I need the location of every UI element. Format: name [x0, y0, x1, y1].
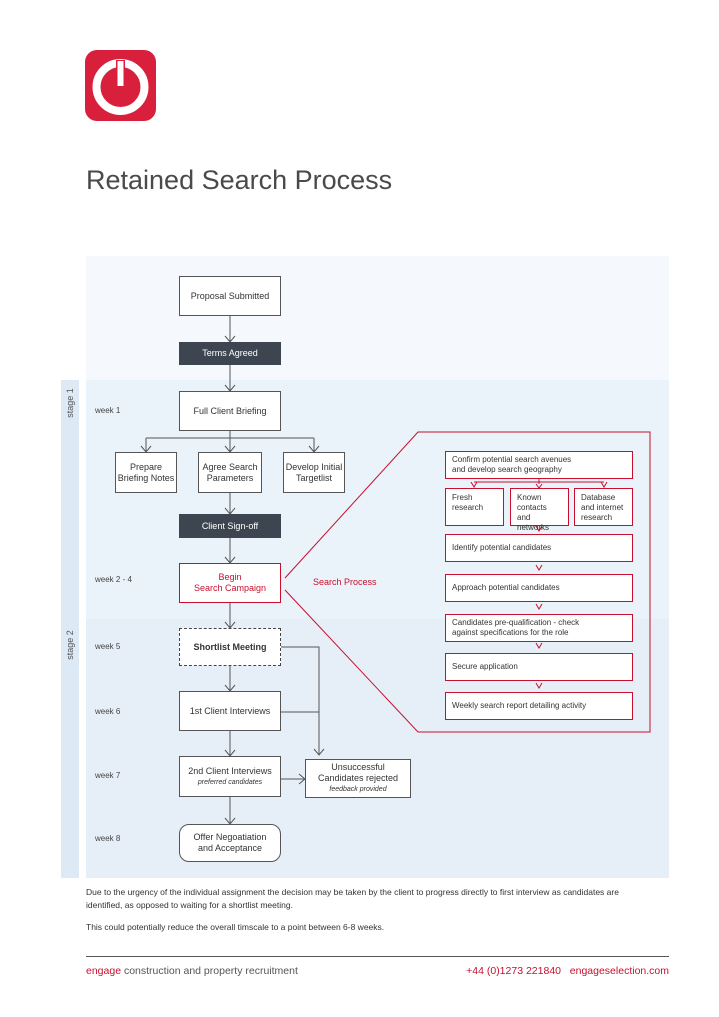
secure-application-box: Secure application	[445, 653, 633, 681]
develop-initial-targetlist-box: Develop Initial Targetlist	[283, 452, 345, 493]
footer-brand: engage	[86, 965, 122, 977]
week-6-label: week 6	[95, 707, 121, 716]
footer-website[interactable]: engageselection.com	[569, 965, 669, 977]
prequalification-box: Candidates pre-qualification - check aga…	[445, 614, 633, 642]
footer-divider	[86, 956, 669, 957]
weekly-report-box: Weekly search report detailing activity	[445, 692, 633, 720]
search-process-label: Search Process	[313, 577, 377, 587]
week-5-label: week 5	[95, 642, 121, 651]
note-paragraph-2: This could potentially reduce the overal…	[86, 922, 385, 932]
identify-candidates-box: Identify potential candidates	[445, 534, 633, 562]
stage-2-bar	[61, 619, 79, 878]
week-8-label: week 8	[95, 834, 121, 843]
prepare-briefing-notes-box: Prepare Briefing Notes	[115, 452, 177, 493]
page-title: Retained Search Process	[86, 165, 393, 195]
footer-phone: +44 (0)1273 221840	[466, 965, 561, 977]
second-client-interviews-sub: preferred candidates	[197, 778, 263, 786]
unsuccessful-candidates-box: Unsuccessful Candidates rejected feedbac…	[305, 759, 411, 798]
agree-search-parameters-box: Agree Search Parameters	[198, 452, 262, 493]
confirm-search-avenues-box: Confirm potential search avenues and dev…	[445, 451, 633, 479]
note-paragraph-1: Due to the urgency of the individual ass…	[86, 887, 619, 910]
stage-1-bar	[61, 380, 79, 619]
stage-2-label: stage 2	[65, 630, 75, 660]
logo	[85, 50, 156, 121]
footer-tagline-text: construction and property recruitment	[121, 965, 298, 977]
offer-negotiation-box: Offer Negoatiation and Acceptance	[179, 824, 281, 862]
week-2-4-label: week 2 - 4	[95, 575, 132, 584]
footer-tagline: engage construction and property recruit…	[86, 965, 298, 977]
second-client-interviews-label: 2nd Client Interviews	[188, 765, 272, 776]
week-7-label: week 7	[95, 771, 121, 780]
full-client-briefing-box: Full Client Briefing	[179, 391, 281, 431]
shortlist-meeting-box: Shortlist Meeting	[179, 628, 281, 666]
terms-agreed-box: Terms Agreed	[179, 342, 281, 365]
first-client-interviews-box: 1st Client Interviews	[179, 691, 281, 731]
unsuccessful-candidates-sub: feedback provided	[329, 786, 387, 793]
stage-1-label: stage 1	[65, 388, 75, 418]
diagram-background-top	[86, 256, 669, 380]
footer-contact: +44 (0)1273 221840 engageselection.com	[466, 965, 669, 977]
unsuccessful-candidates-label: Unsuccessful Candidates rejected	[317, 762, 399, 783]
client-sign-off-box: Client Sign-off	[179, 514, 281, 538]
begin-search-campaign-box: Begin Search Campaign	[179, 563, 281, 603]
second-client-interviews-box: 2nd Client Interviews preferred candidat…	[179, 756, 281, 797]
database-research-box: Database and internet research	[574, 488, 633, 526]
fresh-research-box: Fresh research	[445, 488, 504, 526]
known-contacts-box: Known contacts and networks	[510, 488, 569, 532]
power-icon	[92, 59, 149, 115]
approach-candidates-box: Approach potential candidates	[445, 574, 633, 602]
proposal-submitted-box: Proposal Submitted	[179, 276, 281, 316]
week-1-label: week 1	[95, 406, 121, 415]
